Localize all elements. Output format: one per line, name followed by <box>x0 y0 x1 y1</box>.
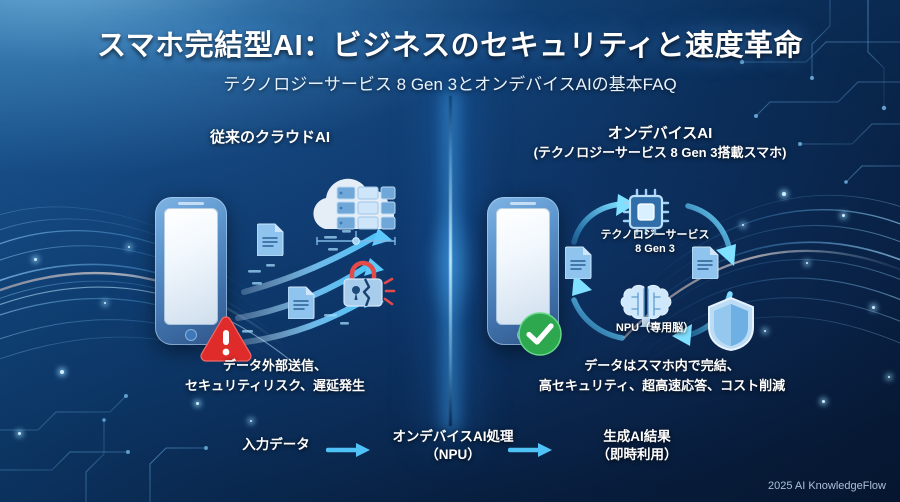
section-heading-on-device-ai-main: オンデバイスAI <box>607 125 713 142</box>
shield-icon <box>708 296 754 352</box>
document-icon-lower-left <box>288 286 315 319</box>
section-heading-on-device-ai: オンデバイスAI (テクノロジーサービス 8 Gen 3搭載スマホ) <box>470 124 850 161</box>
process-flow: 入力データ オンデバイスAI処理 （NPU） 生成AI結果 （即時利用） <box>0 424 900 482</box>
flow-step-processing-line2: （NPU） <box>425 447 481 463</box>
smartphone-icon-left <box>155 197 227 345</box>
flow-step-input: 入力データ <box>242 437 310 452</box>
npu-label: NPU（専用脳） <box>615 322 695 334</box>
cloud-server-icon <box>313 178 396 245</box>
watermark: 2025 AI KnowledgeFlow <box>767 480 886 492</box>
warning-triangle-icon <box>200 316 252 362</box>
flow-step-result-line2: （即時利用） <box>596 447 678 463</box>
caption-cloud-ai-line2: セキュリティリスク、遅延発生 <box>184 378 366 394</box>
caption-on-device-ai: データはスマホ内で完結、 高セキュリティ、超高速応答、コスト削減 <box>462 356 862 396</box>
chip-label: テクノロジーサービス 8 Gen 3 <box>570 228 740 257</box>
phone-screen <box>496 208 550 325</box>
phone-speaker-notch <box>178 202 204 205</box>
phone-screen <box>164 208 218 325</box>
flow-step-processing: オンデバイスAI処理 （NPU） <box>368 428 538 464</box>
chip-label-line2: 8 Gen 3 <box>635 243 675 256</box>
check-circle-icon <box>518 312 562 356</box>
caption-cloud-ai: データ外部送信、 セキュリティリスク、遅延発生 <box>130 356 420 396</box>
caption-on-device-ai-line1: データはスマホ内で完結、 <box>584 358 740 373</box>
flow-step-processing-line1: オンデバイスAI処理 <box>392 429 514 444</box>
flow-step-result-line1: 生成AI結果 <box>603 429 671 444</box>
page-subtitle: テクノロジーサービス 8 Gen 3とオンデバイスAIの基本FAQ <box>223 75 677 94</box>
page-title: スマホ完結型AI：ビジネスのセキュリティと速度革命 <box>97 30 803 62</box>
document-icon-upper-left <box>257 223 284 256</box>
document-icon-left-right-col <box>565 246 592 279</box>
section-heading-cloud-ai: 従来のクラウドAI <box>209 129 330 146</box>
section-heading-on-device-ai-sub: (テクノロジーサービス 8 Gen 3搭載スマホ) <box>533 144 787 160</box>
cpu-chip-icon <box>622 188 670 236</box>
broken-lock-icon <box>343 260 396 307</box>
chip-label-line1: テクノロジーサービス <box>600 229 710 241</box>
caption-cloud-ai-line1: データ外部送信、 <box>222 358 327 373</box>
center-divider-beam <box>449 96 452 426</box>
arrow-right-icon-2 <box>508 443 552 457</box>
brain-icon <box>620 284 672 327</box>
document-icon-right-right-col <box>692 246 719 279</box>
phone-speaker-notch <box>510 202 536 205</box>
phone-home-button <box>185 329 197 341</box>
arrow-right-icon-1 <box>326 443 370 457</box>
caption-on-device-ai-line2: 高セキュリティ、超高速応答、コスト削減 <box>538 378 786 394</box>
flow-step-result: 生成AI結果 （即時利用） <box>552 428 722 464</box>
